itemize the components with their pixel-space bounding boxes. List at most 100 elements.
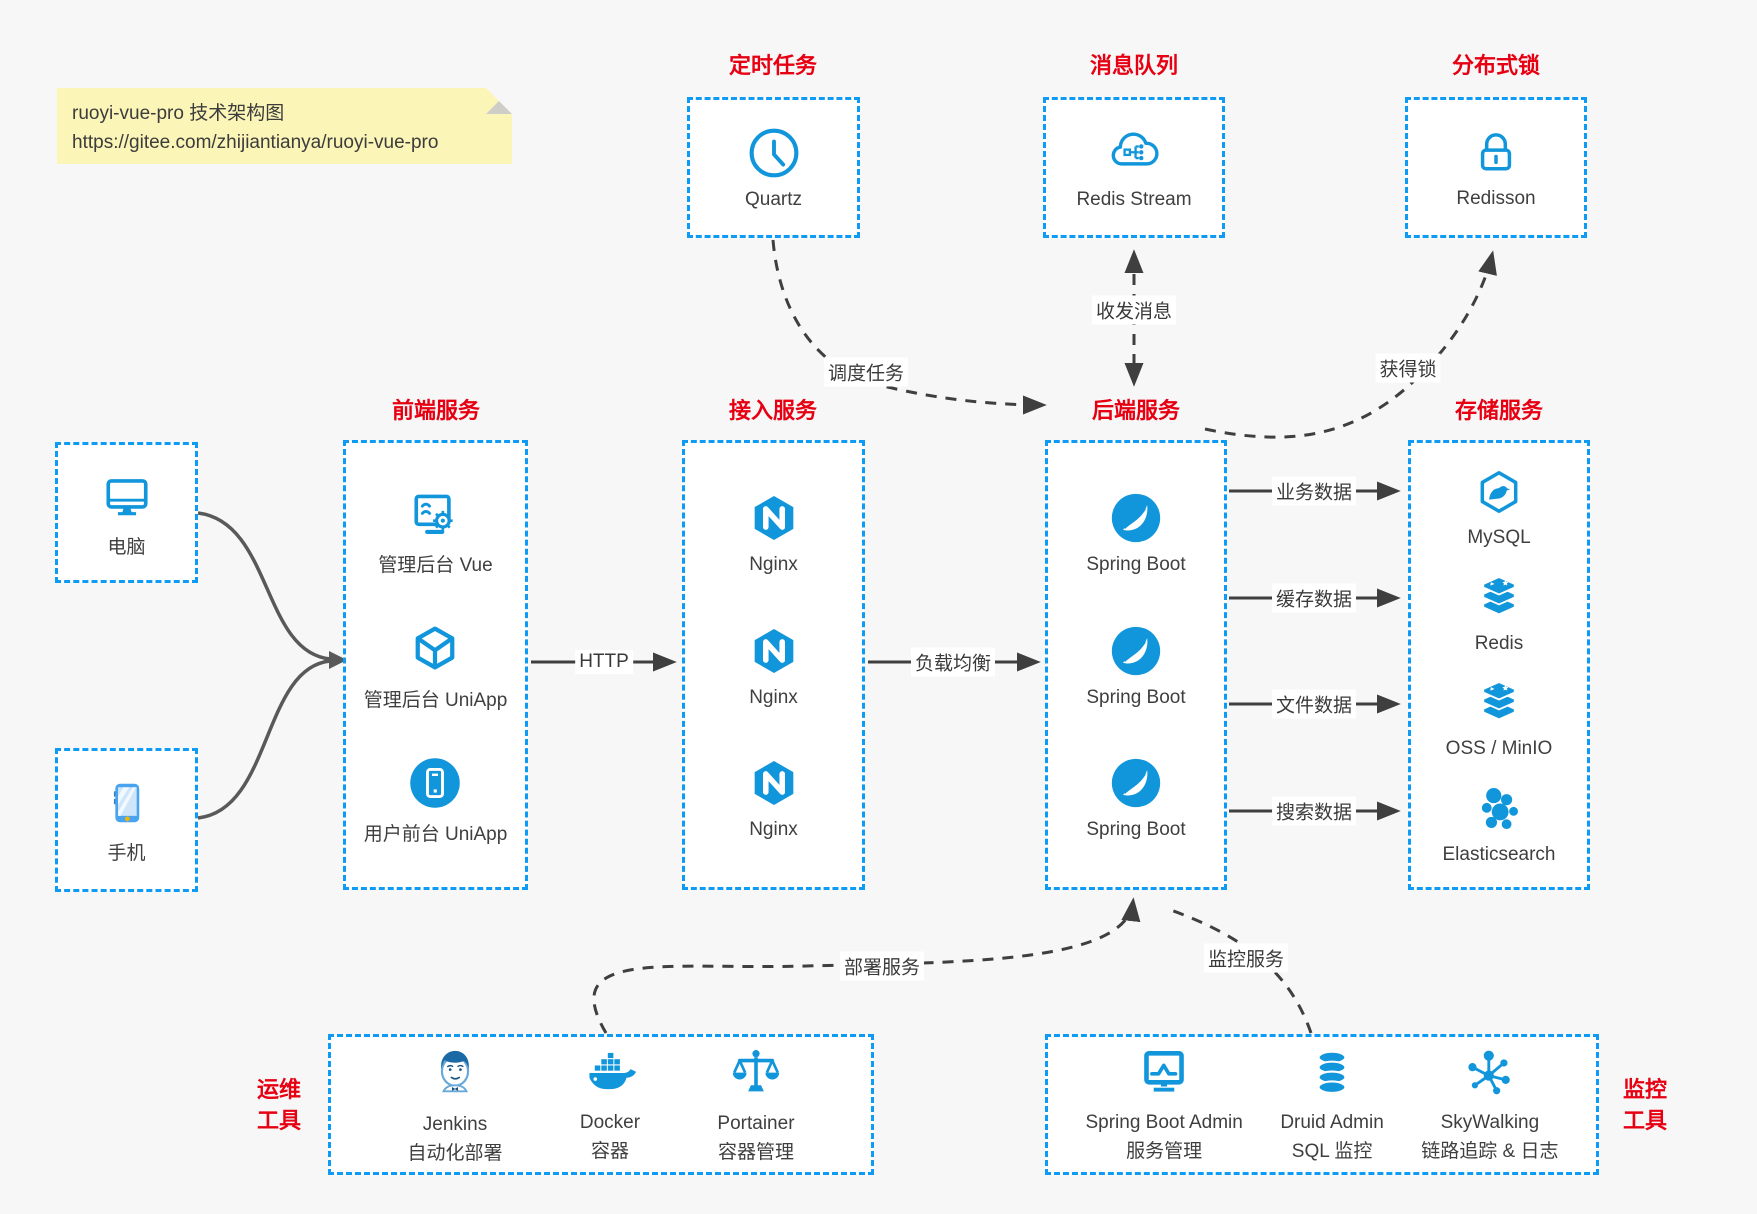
edge-label-schedule-task: 调度任务: [823, 357, 909, 387]
clock-icon: [745, 124, 803, 182]
smartphone-icon: [99, 775, 155, 831]
client-label: 手机: [107, 843, 146, 864]
service-label: Elasticsearch: [1442, 844, 1556, 866]
tool-name: Docker: [579, 1112, 641, 1133]
client-item: 电脑: [98, 467, 156, 559]
service-label: Spring Boot: [1086, 819, 1186, 841]
tool-item: Docker 容器: [579, 1043, 641, 1166]
note-title: ruoyi-vue-pro 技术架构图: [72, 103, 285, 124]
mysql-icon: [1471, 464, 1527, 520]
tool-desc: 容器: [590, 1140, 629, 1162]
tool-item: SkyWalking 链路追踪 & 日志: [1421, 1043, 1559, 1166]
oss-minio-icon: [1471, 675, 1527, 731]
service-item: OSS / MinIO: [1445, 675, 1553, 760]
service-label: 管理后台 Vue: [378, 554, 493, 576]
desktop-icon: [98, 467, 156, 525]
backend-box: Spring Boot Spring Boot Spring Boot: [1045, 440, 1227, 890]
nginx-icon: [745, 622, 803, 680]
title-backend: 后端服务: [1091, 398, 1180, 423]
service-label: 管理后台 UniApp: [363, 690, 508, 711]
tool-name: SkyWalking: [1440, 1112, 1540, 1133]
service-item: Nginx: [745, 622, 803, 709]
pc-client-box: 电脑: [55, 442, 198, 583]
springboot-icon: [1107, 622, 1165, 680]
edge-label-search-data: 搜索数据: [1271, 796, 1357, 826]
docker-icon: [579, 1043, 641, 1101]
tool-name: Jenkins: [422, 1114, 488, 1135]
storage-box: MySQL Redis: [1408, 440, 1590, 890]
edge-phone-to-frontend: [197, 659, 331, 820]
service-item: Nginx: [745, 754, 803, 841]
tool-item: Jenkins 自动化部署: [407, 1041, 502, 1168]
service-item: 管理后台 Vue: [378, 485, 493, 577]
frontend-box: 管理后台 Vue 管理后台 UniApp 用户前台 UniApp: [343, 440, 528, 890]
springboot-admin-icon: [1135, 1043, 1193, 1101]
service-item: Spring Boot: [1086, 754, 1186, 841]
edge-label-deploy-service: 部署服务: [839, 951, 925, 981]
service-label: Spring Boot: [1086, 686, 1186, 708]
title-monitor-tools: 监控 工具: [1622, 1077, 1667, 1133]
druid-icon: [1304, 1043, 1360, 1101]
service-item: Nginx: [745, 489, 803, 576]
edge-pc-to-frontend: [197, 511, 331, 661]
service-label: Spring Boot: [1086, 553, 1186, 575]
monitor-tools-box: Spring Boot Admin 服务管理 Druid Admin SQL 监…: [1045, 1034, 1599, 1175]
tool-desc: 自动化部署: [407, 1142, 503, 1164]
edge-label-business-data: 业务数据: [1271, 476, 1357, 506]
service-label: Redis Stream: [1076, 189, 1192, 210]
client-label: 电脑: [107, 536, 146, 558]
redis-stream-box: Redis Stream: [1043, 97, 1225, 238]
service-item: Redisson: [1456, 125, 1536, 210]
edge-label-load-balance: 负载均衡: [910, 647, 996, 677]
title-distributed-lock: 分布式锁: [1451, 53, 1540, 78]
portainer-icon: [727, 1042, 785, 1102]
service-label: Nginx: [749, 819, 798, 841]
service-label: Redisson: [1456, 188, 1536, 209]
service-label: Redis: [1474, 632, 1524, 654]
access-box: Nginx Nginx Nginx: [682, 440, 865, 890]
tool-desc: SQL 监控: [1291, 1140, 1373, 1162]
edge-label-send-receive-message: 收发消息: [1091, 295, 1177, 325]
springboot-icon: [1107, 489, 1165, 547]
quartz-box: Quartz: [687, 97, 860, 238]
ops-tools-box: Jenkins 自动化部署 Docker 容器: [328, 1034, 874, 1175]
user-uniapp-icon: [406, 754, 464, 812]
tool-desc: 容器管理: [717, 1141, 794, 1163]
tool-desc: 服务管理: [1126, 1140, 1203, 1162]
service-item: Redis Stream: [1076, 124, 1192, 211]
phone-client-box: 手机: [55, 748, 198, 892]
vue-admin-icon: [406, 485, 464, 543]
note-url: https://gitee.com/zhijiantianya/ruoyi-vu…: [72, 132, 439, 154]
note-fold-cut: [486, 88, 512, 114]
service-label: 用户前台 UniApp: [363, 823, 508, 845]
tool-desc: 链路追踪 & 日志: [1421, 1140, 1559, 1162]
redis-icon: [1471, 570, 1527, 626]
uniapp-cube-icon: [405, 618, 465, 678]
service-label: Nginx: [749, 553, 798, 575]
sticky-note: ruoyi-vue-pro 技术架构图 https://gitee.com/zh…: [57, 88, 512, 164]
skywalking-icon: [1461, 1043, 1519, 1101]
title-frontend: 前端服务: [391, 398, 480, 423]
service-label: Quartz: [744, 189, 803, 210]
service-label: MySQL: [1467, 526, 1531, 548]
edge-label-acquire-lock: 获得锁: [1375, 353, 1441, 383]
service-item: 管理后台 UniApp: [363, 618, 508, 712]
title-storage: 存储服务: [1454, 398, 1543, 423]
tool-item: Spring Boot Admin 服务管理: [1085, 1043, 1243, 1166]
service-label: OSS / MinIO: [1445, 738, 1553, 760]
nginx-icon: [745, 489, 803, 547]
springboot-icon: [1107, 754, 1165, 812]
title-scheduled-task: 定时任务: [728, 53, 817, 78]
message-cloud-icon: [1104, 124, 1164, 182]
tool-item: Portainer 容器管理: [717, 1042, 795, 1167]
tool-item: Druid Admin SQL 监控: [1280, 1043, 1384, 1166]
tool-name: Druid Admin: [1280, 1112, 1384, 1133]
edge-label-file-data: 文件数据: [1271, 689, 1357, 719]
client-item: 手机: [99, 775, 155, 865]
service-item: Elasticsearch: [1443, 781, 1556, 866]
edge-label-cache-data: 缓存数据: [1271, 583, 1357, 613]
service-item: MySQL: [1467, 464, 1531, 549]
jenkins-icon: [426, 1041, 484, 1103]
title-ops-tools: 运维 工具: [256, 1077, 301, 1133]
elasticsearch-icon: [1471, 781, 1527, 837]
